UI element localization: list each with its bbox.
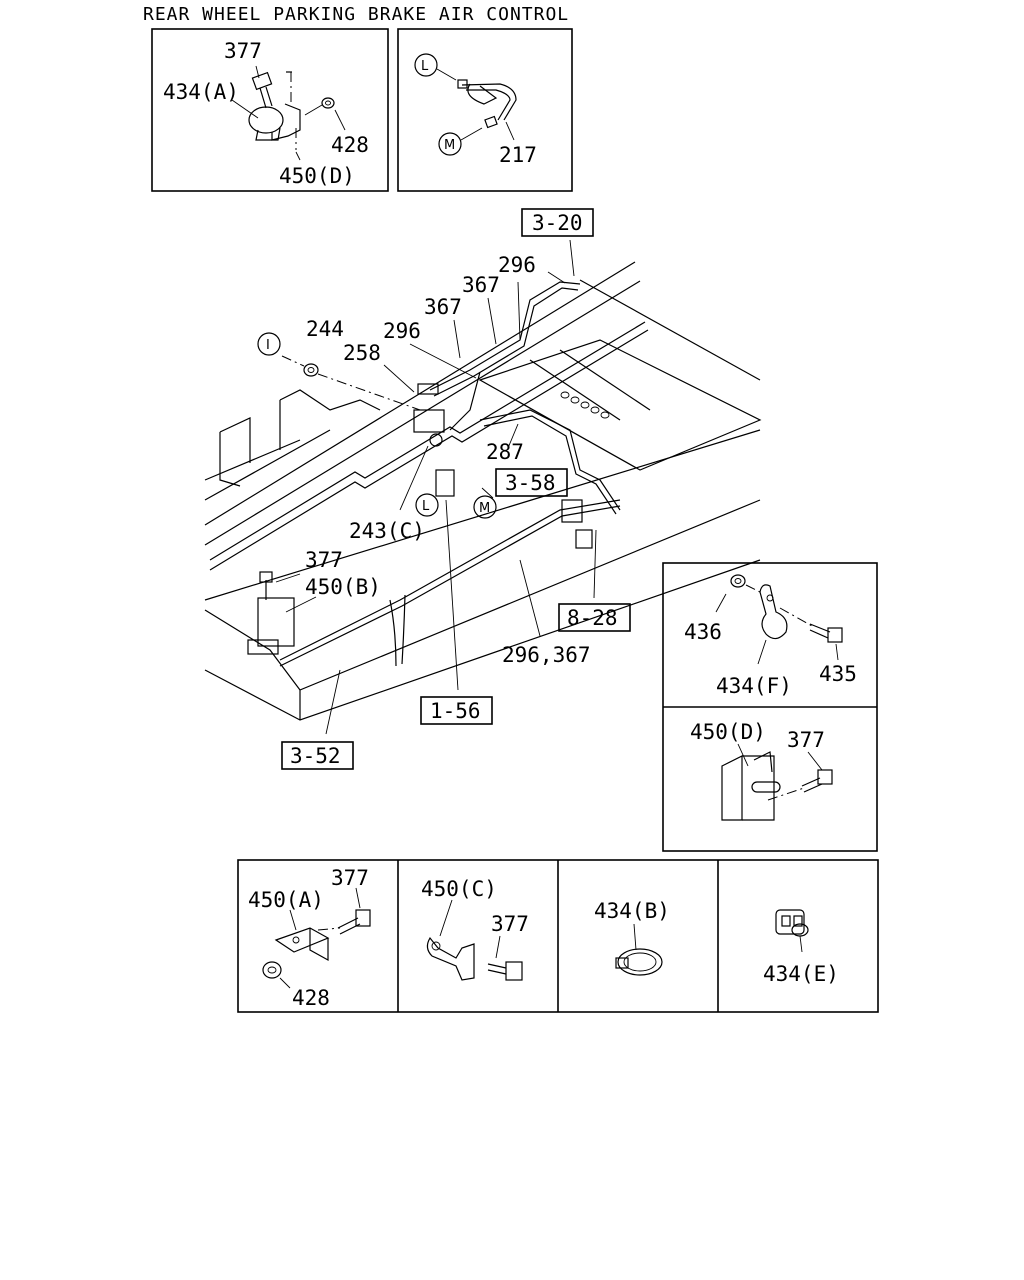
part-label: 434(A) (163, 80, 239, 104)
page-reference[interactable]: 3-58 (505, 471, 556, 495)
connector-marker: I (266, 338, 270, 353)
part-label: 450(A) (248, 888, 324, 912)
page-reference[interactable]: 3-20 (532, 211, 583, 235)
part-label: 377 (787, 728, 825, 752)
clip-icon (759, 584, 788, 640)
pipe-icon (457, 79, 517, 129)
connector-marker: M (479, 501, 490, 516)
part-label: 296 (383, 319, 421, 343)
connector-marker: L (421, 59, 429, 74)
bracket-icon (426, 936, 475, 981)
part-label: 377 (491, 912, 529, 936)
part-label: 217 (499, 143, 537, 167)
part-label: 287 (486, 440, 524, 464)
part-label: 434(E) (763, 962, 839, 986)
page-reference[interactable]: 1-56 (430, 699, 481, 723)
clip-icon (561, 499, 593, 549)
part-label: 436 (684, 620, 722, 644)
clamp-icon (615, 948, 663, 976)
part-label: 296,367 (502, 643, 591, 667)
part-label: 367 (462, 273, 500, 297)
bracket-icon (435, 469, 455, 497)
part-label: 450(D) (279, 164, 355, 188)
inset-right: 436 435 434(F) 450(D) 377 (662, 562, 878, 852)
part-label: 450(B) (305, 575, 381, 599)
part-label: 428 (331, 133, 369, 157)
clip-icon (775, 909, 809, 937)
nut-icon (303, 363, 319, 377)
part-label: 258 (343, 341, 381, 365)
part-label: 377 (331, 866, 369, 890)
part-label: 428 (292, 986, 330, 1010)
nut-icon (304, 97, 335, 116)
bottom-panels: 377 450(A) 428 450(C) 377 434(B) (237, 859, 879, 1013)
part-label: 450(D) (690, 720, 766, 744)
part-label: 450(C) (421, 877, 497, 901)
part-label: 296 (498, 253, 536, 277)
part-label: 434(B) (594, 899, 670, 923)
part-label: 377 (305, 548, 343, 572)
bolt-icon (337, 909, 371, 935)
part-label: 243(C) (349, 519, 425, 543)
connector-marker: L (422, 499, 430, 514)
part-label: 367 (424, 295, 462, 319)
bracket-icon (721, 751, 781, 821)
valve-icon (413, 383, 445, 447)
part-label: 434(F) (716, 674, 792, 698)
nut-icon (730, 574, 746, 588)
inset-top-mid: L M 217 (397, 28, 573, 192)
clip-icon (248, 106, 284, 141)
page-reference[interactable]: 8-28 (567, 606, 618, 630)
chassis-drawing: I L M 296 367 367 296 244 258 287 243(C)… (204, 208, 762, 770)
bolt-icon (801, 769, 833, 793)
bracket-icon (247, 571, 295, 655)
diagram-title: REAR WHEEL PARKING BRAKE AIR CONTROL (143, 4, 569, 25)
connector-marker: M (444, 138, 455, 153)
part-label: 377 (224, 39, 262, 63)
bolt-icon (487, 961, 523, 981)
nut-icon (262, 961, 282, 979)
inset-top-left: 377 434(A) 428 450(D) (151, 28, 389, 192)
page-reference[interactable]: 3-52 (290, 744, 341, 768)
bolt-icon (809, 623, 843, 643)
bolt-icon (251, 71, 273, 109)
part-label: 244 (306, 317, 344, 341)
part-label: 435 (819, 662, 857, 686)
bracket-icon (271, 71, 301, 150)
bracket-icon (274, 927, 330, 962)
